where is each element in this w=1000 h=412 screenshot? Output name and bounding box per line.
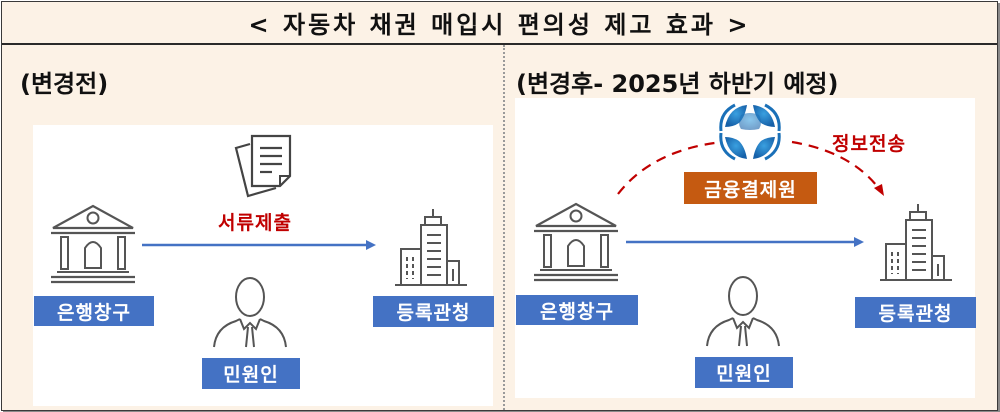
applicant-label: 민원인	[202, 358, 300, 389]
document-icon	[234, 134, 292, 198]
registry-office-label: 등록관청	[855, 297, 976, 328]
arrow-right-icon	[626, 237, 864, 247]
after-canvas	[515, 98, 975, 398]
bank-icon	[534, 202, 618, 282]
bank-window-label: 은행창구	[34, 296, 154, 326]
bank-window-label: 은행창구	[516, 295, 638, 325]
after-heading: (변경후- 2025년 하반기 예정)	[516, 70, 839, 98]
title-band: < 자동차 채권 매입시 편의성 제고 효과 >	[2, 2, 997, 45]
bank-icon	[51, 204, 135, 284]
dashed-arc-arrow-icon	[617, 140, 884, 196]
panel-divider	[503, 45, 505, 410]
kftc-label: 금융결제원	[684, 172, 817, 204]
building-icon	[395, 209, 467, 286]
submit-documents-label: 서류제출	[218, 212, 292, 234]
before-heading: (변경전)	[20, 70, 109, 98]
diagram-title: < 자동차 채권 매입시 편의성 제고 효과 >	[248, 11, 751, 39]
building-icon	[880, 204, 952, 281]
kftc-logo-icon	[719, 103, 781, 161]
person-icon	[706, 276, 780, 347]
arrow-right-icon	[142, 240, 376, 250]
transmit-info-label: 정보전송	[832, 133, 906, 155]
applicant-label: 민원인	[695, 357, 793, 388]
person-icon	[213, 277, 287, 348]
registry-office-label: 등록관청	[373, 296, 494, 327]
